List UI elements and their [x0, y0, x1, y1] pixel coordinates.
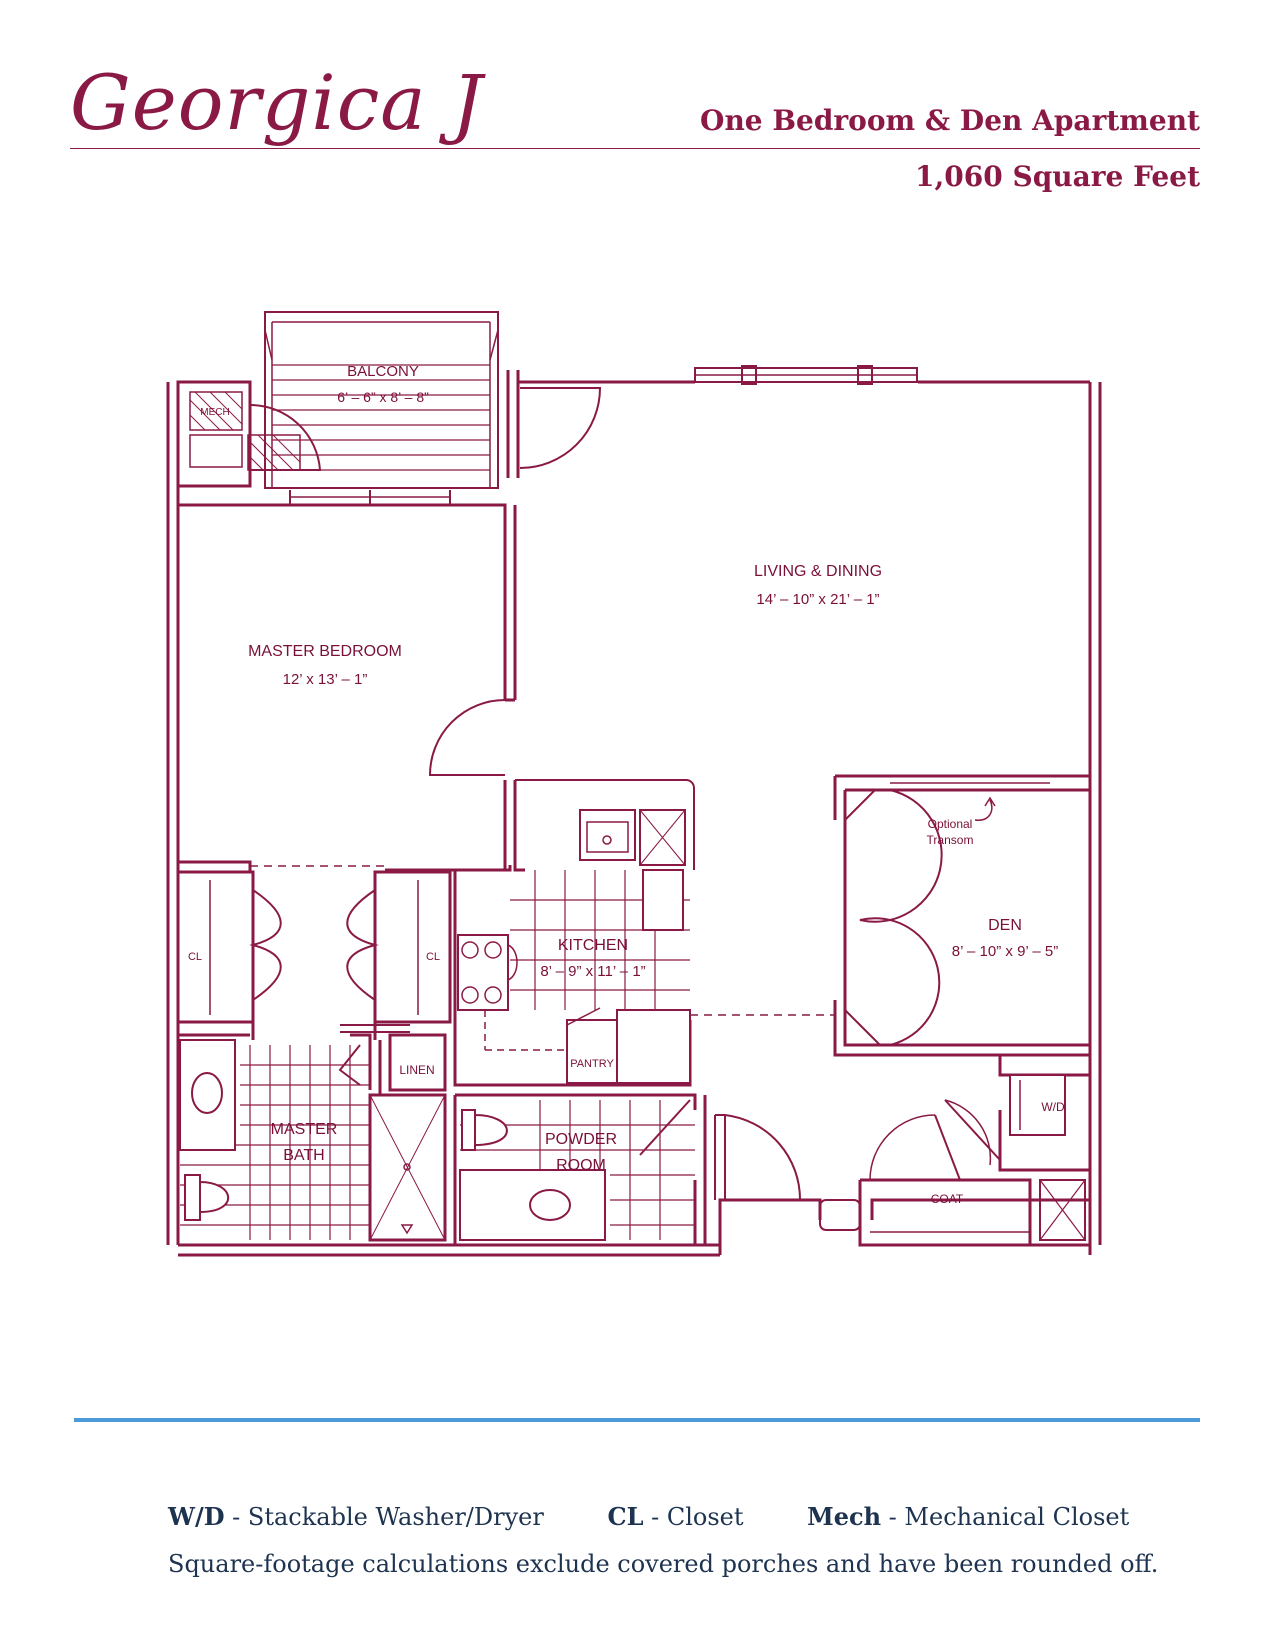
kitchen-label: KITCHEN — [558, 937, 628, 954]
powder-room-walls — [453, 1093, 707, 1245]
living-label: LIVING & DINING — [754, 563, 882, 580]
apartment-type: One Bedroom & Den Apartment — [700, 104, 1200, 137]
master-bath-label-line1: MASTER — [271, 1121, 338, 1138]
powder-toilet — [461, 1109, 508, 1151]
south-exterior-wall — [178, 1198, 1092, 1257]
left-closet — [176, 870, 255, 1024]
hvac-box — [1039, 1179, 1086, 1241]
legend-abbr: W/D — [168, 1502, 225, 1531]
master-bath-walls — [178, 1033, 720, 1247]
coat-closet — [858, 1178, 1090, 1247]
north-wall — [506, 370, 1090, 478]
powder-room-label-line2: ROOM — [556, 1157, 606, 1174]
right-closet-label: CL — [426, 951, 440, 963]
legend-item-wd: W/D - Stackable Washer/Dryer — [168, 1502, 544, 1531]
den-walls — [833, 774, 1090, 1057]
balcony-outline — [264, 311, 499, 489]
powder-vanity — [459, 1169, 606, 1241]
living-dims: 14’ – 10” x 21’ – 1” — [756, 591, 879, 608]
left-closet-label: CL — [188, 951, 202, 963]
fridge — [616, 1009, 691, 1084]
master-bedroom-dims: 12’ x 13’ – 1” — [283, 671, 368, 688]
balcony-label: BALCONY — [347, 363, 419, 380]
master-bath-label-line2: BATH — [283, 1147, 324, 1164]
transom-note-line1: Optional — [928, 817, 973, 831]
den-dims: 8’ – 10” x 9’ – 5” — [952, 943, 1058, 960]
plan-title: Georgica J — [70, 58, 484, 147]
wd-label: W/D — [1041, 1100, 1065, 1114]
kitchen-dims: 8’ – 9” x 11’ – 1” — [540, 963, 645, 980]
west-exterior-wall — [166, 382, 180, 1245]
header-rule — [70, 148, 1200, 149]
legend-desc: - Mechanical Closet — [881, 1503, 1130, 1531]
legend-item-mech: Mech - Mechanical Closet — [807, 1502, 1129, 1531]
pantry — [566, 1019, 618, 1084]
transom-arrow — [974, 796, 996, 821]
transom-note-line2: Transom — [927, 833, 974, 847]
den-label: DEN — [988, 917, 1022, 934]
abbreviation-legend: W/D - Stackable Washer/Dryer CL - Closet… — [168, 1502, 1185, 1531]
square-footage: 1,060 Square Feet — [915, 160, 1200, 193]
linen-label: LINEN — [399, 1063, 434, 1077]
mech-label: MECH — [200, 407, 229, 418]
legend-abbr: Mech — [807, 1502, 882, 1531]
balcony-dims: 6’ – 6” x 8’ – 8” — [337, 389, 429, 405]
bath-toilet — [184, 1174, 230, 1221]
powder-room-label-line1: POWDER — [545, 1131, 617, 1148]
legend-item-cl: CL - Closet — [607, 1502, 743, 1531]
master-bedroom-label: MASTER BEDROOM — [248, 643, 402, 660]
legend-abbr: CL — [607, 1502, 644, 1531]
footer-rule — [74, 1418, 1200, 1422]
legend-desc: - Stackable Washer/Dryer — [224, 1503, 544, 1531]
master-bedroom-walls — [178, 503, 517, 702]
entry-door — [714, 1114, 802, 1201]
legend-desc: - Closet — [643, 1503, 744, 1531]
right-closet — [373, 870, 452, 1024]
range-stove — [457, 934, 509, 1011]
linen-closet — [388, 1033, 447, 1092]
footnote: Square-footage calculations exclude cove… — [168, 1550, 1159, 1578]
pantry-label: PANTRY — [570, 1058, 614, 1070]
east-exterior-wall — [1088, 382, 1102, 1245]
mech-closet — [176, 380, 252, 488]
coat-label: COAT — [931, 1192, 964, 1206]
